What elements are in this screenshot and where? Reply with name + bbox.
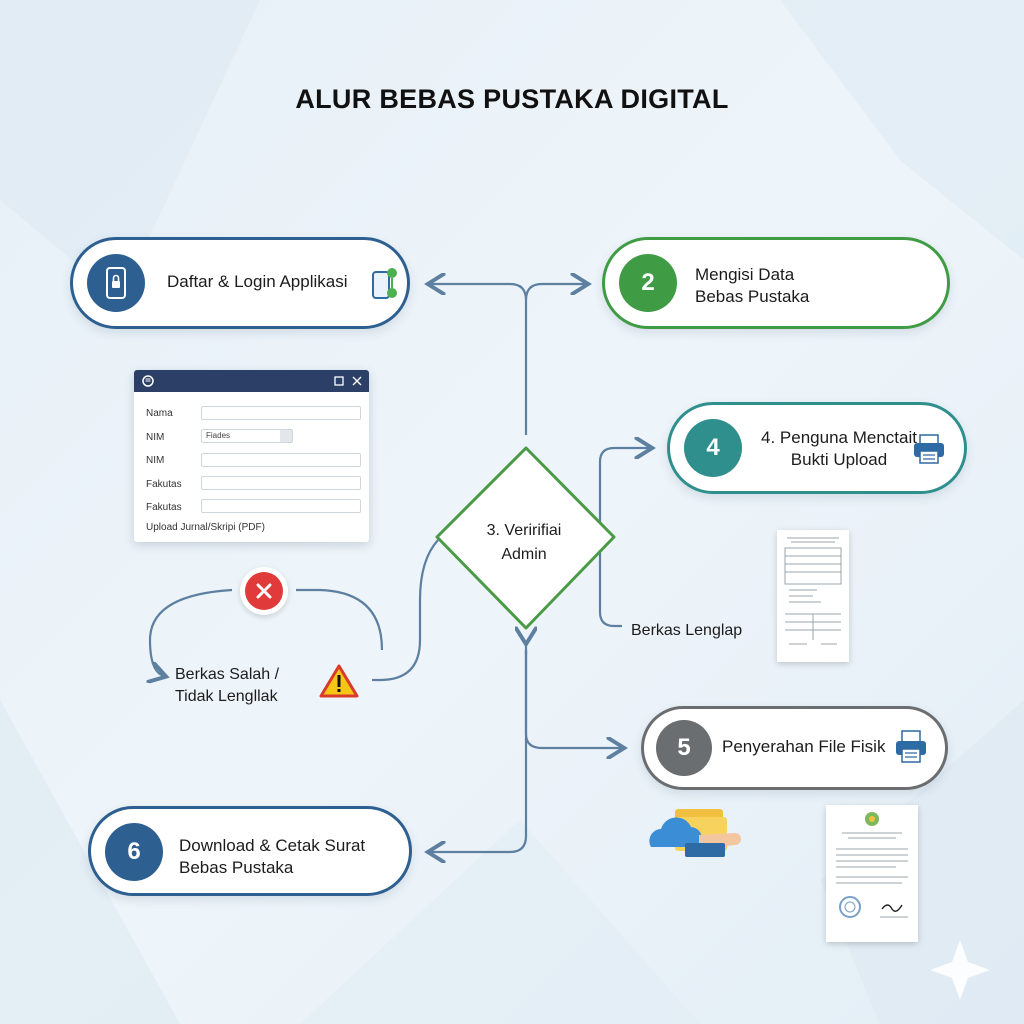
fakultas-input-2[interactable]	[201, 499, 361, 513]
cloud-upload-icon	[649, 809, 741, 857]
step6-pill[interactable]: 6 Download & Cetak Surat Bebas Pustaka	[88, 806, 412, 896]
step4-pill[interactable]: 4 4. Penguna Menctait Bukti Upload	[667, 402, 967, 494]
receipt-document	[777, 530, 849, 662]
step2-pill[interactable]: 2 Mengisi Data Bebas Pustaka	[602, 237, 950, 329]
upload-label: Upload Jurnal/Skripi (PDF)	[146, 522, 265, 533]
close-icon[interactable]	[352, 376, 362, 386]
field-label-nim: NIM	[146, 432, 165, 443]
printer-icon	[912, 433, 946, 470]
error-icon	[240, 567, 288, 615]
form-titlebar	[134, 370, 369, 392]
chevron-down-icon	[280, 430, 292, 442]
nim-select[interactable]: Fiades	[201, 429, 293, 443]
field-label-nim-2: NIM	[146, 455, 165, 466]
step5-label: Penyerahan File Fisik	[722, 737, 886, 756]
certificate-document	[826, 805, 918, 942]
step6-number: 6	[105, 823, 163, 881]
step4-label: 4. Penguna Menctait Bukti Upload	[761, 428, 917, 469]
step1-label: Daftar & Login Applikasi	[167, 272, 348, 291]
field-label-fakultas-2: Fakutas	[146, 502, 182, 513]
step5-pill[interactable]: 5 Penyerahan File Fisik	[641, 706, 948, 790]
step3-label: 3. Veririfiai Admin	[486, 522, 562, 563]
nim-input[interactable]	[201, 453, 361, 467]
complete-label: Berkas Lenglap	[631, 622, 743, 639]
step6-label: Download & Cetak Surat Bebas Pustaka	[179, 836, 366, 877]
step1-pill[interactable]: Daftar & Login Applikasi	[70, 237, 410, 329]
step2-label: Mengisi Data Bebas Pustaka	[695, 265, 810, 306]
maximize-icon[interactable]	[334, 376, 344, 386]
step4-number: 4	[684, 419, 742, 477]
nama-input[interactable]	[201, 406, 361, 420]
form-window: Nama NIM Fiades NIM Fakutas Fakutas Uplo…	[134, 370, 369, 542]
warning-icon	[319, 664, 359, 698]
field-label-fakultas: Fakutas	[146, 479, 182, 490]
field-label-nama: Nama	[146, 408, 173, 419]
phone-share-icon	[371, 266, 399, 307]
app-icon	[142, 375, 154, 387]
step2-number: 2	[619, 254, 677, 312]
printer-icon	[894, 729, 928, 770]
step5-number: 5	[656, 720, 712, 776]
rejected-label: Berkas Salah / Tidak Lengllak	[175, 666, 280, 705]
phone-lock-icon	[87, 254, 145, 312]
page-title: ALUR BEBAS PUSTAKA DIGITAL	[295, 84, 729, 114]
fakultas-input[interactable]	[201, 476, 361, 490]
verify-diamond	[435, 446, 616, 630]
